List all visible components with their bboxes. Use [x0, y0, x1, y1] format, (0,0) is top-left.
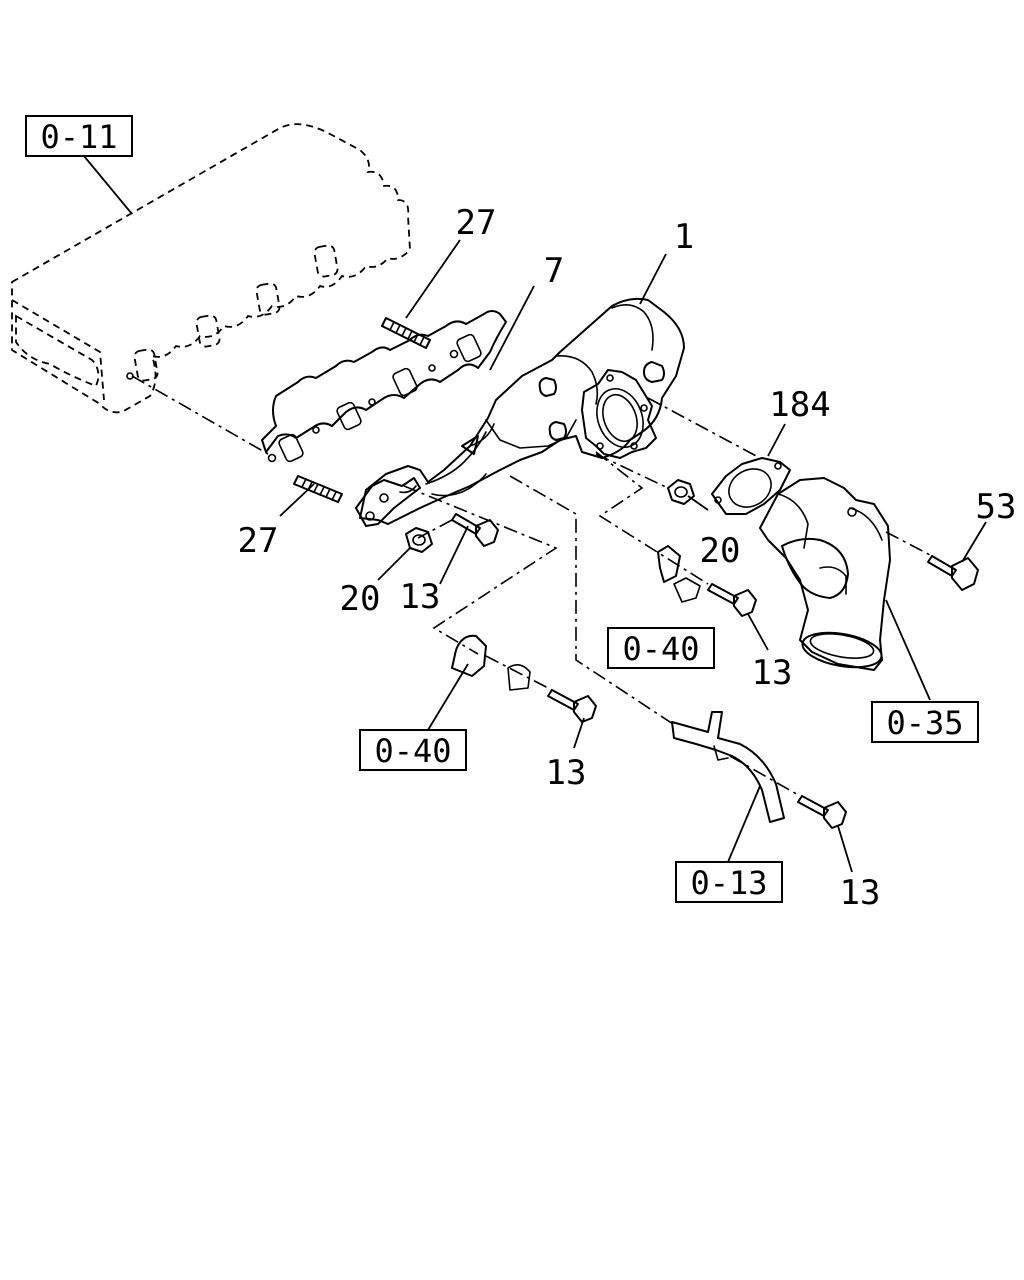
nut-right [667, 479, 695, 505]
callout-bolt-bracket-lower: 13 [546, 753, 587, 793]
callout-bolt-lower: 13 [400, 577, 441, 617]
exhaust-elbow [759, 477, 891, 671]
bracket-lower [451, 634, 531, 691]
assembly-lines [131, 375, 933, 797]
callout-stud-lower: 27 [238, 521, 279, 561]
callout-gasket: 7 [544, 251, 564, 291]
bolt-pipe [797, 795, 847, 829]
callout-bolt-bracket-upper: 13 [752, 653, 793, 693]
bolt-lower [451, 513, 499, 547]
ref-box-elbow: 0-35 [871, 701, 979, 743]
cylinder-head-outline [11, 123, 411, 414]
bolt-elbow [927, 555, 979, 591]
stud-lower [293, 475, 343, 503]
ref-box-bracket-upper-label: 0-40 [622, 630, 699, 668]
leader-lines [83, 155, 987, 873]
stud-upper [381, 317, 431, 349]
elbow-gasket [711, 457, 791, 515]
callout-nut-right: 20 [700, 531, 741, 571]
ref-box-pipe-label: 0-13 [690, 864, 767, 902]
exhaust-manifold [355, 297, 685, 527]
ref-box-elbow-label: 0-35 [886, 704, 963, 742]
callout-stud-upper: 27 [456, 203, 497, 243]
ref-box-bracket-upper: 0-40 [607, 627, 715, 669]
bolt-bracket-lower [547, 689, 597, 723]
ref-box-head-label: 0-11 [40, 118, 117, 156]
water-pipe [671, 711, 785, 823]
ref-box-bracket-lower-label: 0-40 [374, 732, 451, 770]
ref-box-bracket-lower: 0-40 [359, 729, 467, 771]
callout-nut-lower: 20 [340, 579, 381, 619]
bracket-upper [657, 545, 701, 603]
manifold-gasket [261, 310, 507, 463]
callout-elbow-bolt: 53 [976, 487, 1017, 527]
callout-bolt-pipe: 13 [840, 873, 881, 913]
callout-elbow-gasket: 184 [769, 385, 830, 425]
ref-box-pipe: 0-13 [675, 861, 783, 903]
bolt-bracket-upper [707, 583, 757, 617]
ref-box-head: 0-11 [25, 115, 133, 157]
callout-manifold: 1 [674, 217, 694, 257]
